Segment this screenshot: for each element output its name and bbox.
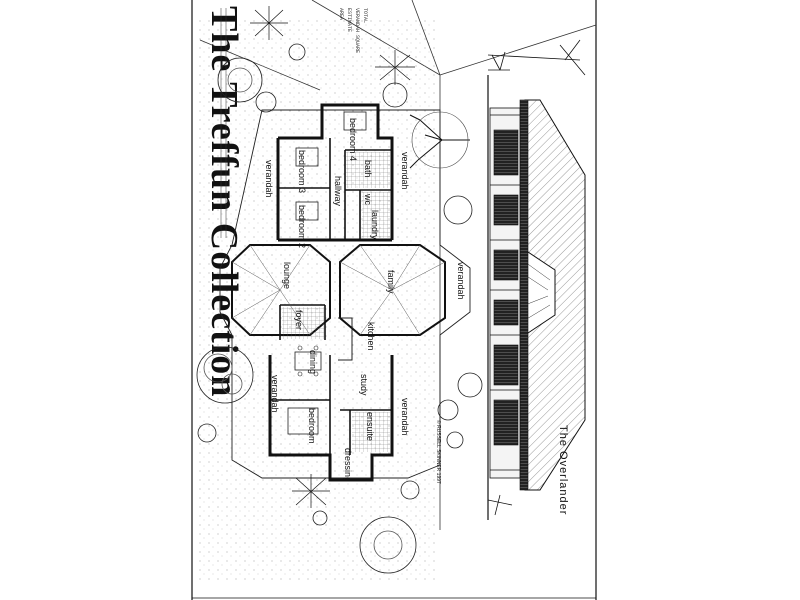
label-foyer: foyer (294, 310, 304, 330)
bath-tiles (346, 152, 390, 188)
bare-tree (409, 111, 470, 169)
label-verandah-nw: verandah (264, 160, 274, 198)
elevation-trees (487, 39, 586, 516)
label-dining: dining (308, 350, 318, 374)
label-bedroom-3: bedroom 3 (297, 150, 307, 193)
label-verandah-ne: verandah (400, 152, 410, 190)
shrub-4 (443, 195, 473, 225)
bed-main-bedroom (287, 407, 319, 435)
label-bath: bath (363, 160, 373, 178)
copyright-note: © RUSSELL SKINNER 1997 (435, 420, 442, 484)
label-dressing: dressing (343, 448, 353, 482)
shrub-8 (312, 510, 328, 526)
room-labels: bedroom 4 bedroom 3 bedroom 2 bath wc la… (264, 118, 466, 482)
tree-canopy-s (359, 516, 417, 574)
label-verandah-se: verandah (400, 398, 410, 436)
kitchen-bench (338, 317, 353, 361)
verandah-posts (490, 114, 520, 471)
note-verandah: VERANDAH SQUARE (354, 8, 360, 53)
label-lounge: lounge (282, 262, 292, 289)
collection-title-block: The Treffun Collection (203, 6, 245, 397)
laundry-tiles (362, 192, 390, 238)
shrub-1 (255, 91, 277, 113)
shrub-10 (197, 423, 217, 443)
note-area: AREA (338, 8, 344, 20)
shrub-2 (288, 43, 306, 61)
label-family: family (386, 270, 396, 294)
palm-3 (250, 6, 288, 40)
ensuite-tiles (352, 412, 390, 452)
shrub-6 (437, 399, 459, 421)
label-bedroom-2: bedroom 2 (297, 205, 307, 248)
verandah-eave (519, 99, 529, 491)
label-verandah-sw: verandah (270, 375, 280, 413)
label-verandah-e: verandah (456, 262, 466, 300)
area-notes: AREA ESTIMATE VERANDAH SQUARE TOTAL (338, 8, 368, 53)
shrub-7 (446, 431, 464, 449)
note-total: TOTAL (362, 8, 368, 23)
bed-bedroom-4 (343, 111, 367, 131)
bed-bedroom-3 (295, 147, 319, 167)
label-ensuite: ensuite (365, 412, 375, 441)
label-kitchen: kitchen (366, 322, 376, 351)
collection-title: The Treffun Collection (203, 6, 245, 397)
tree-canopy-nw (217, 57, 263, 103)
label-wc: wc (363, 193, 373, 205)
label-study: study (359, 374, 369, 396)
label-main-bedroom: bedroom (307, 408, 317, 444)
label-laundry: laundry (370, 210, 380, 240)
elevation-windows (493, 129, 519, 446)
label-bedroom-4: bedroom 4 (348, 118, 358, 161)
landscape-trees (196, 6, 483, 574)
shrub-9 (400, 480, 420, 500)
palm-1 (375, 50, 415, 85)
design-name: The Overlander (557, 425, 569, 515)
foyer-tiles (282, 307, 324, 339)
shrub-5 (457, 372, 483, 398)
elevation-drawing: The Overlander (487, 39, 586, 520)
dining-table (294, 351, 322, 371)
palm-2 (292, 474, 330, 508)
bed-bedroom-2 (295, 201, 319, 221)
tree-canopy-w (196, 346, 254, 404)
note-estimate: ESTIMATE (346, 8, 352, 32)
verandah-outline (219, 109, 471, 479)
label-hallway: hallway (333, 176, 343, 207)
floor-plan: bedroom 4 bedroom 3 bedroom 2 bath wc la… (219, 103, 471, 482)
exterior-walls (268, 103, 394, 482)
